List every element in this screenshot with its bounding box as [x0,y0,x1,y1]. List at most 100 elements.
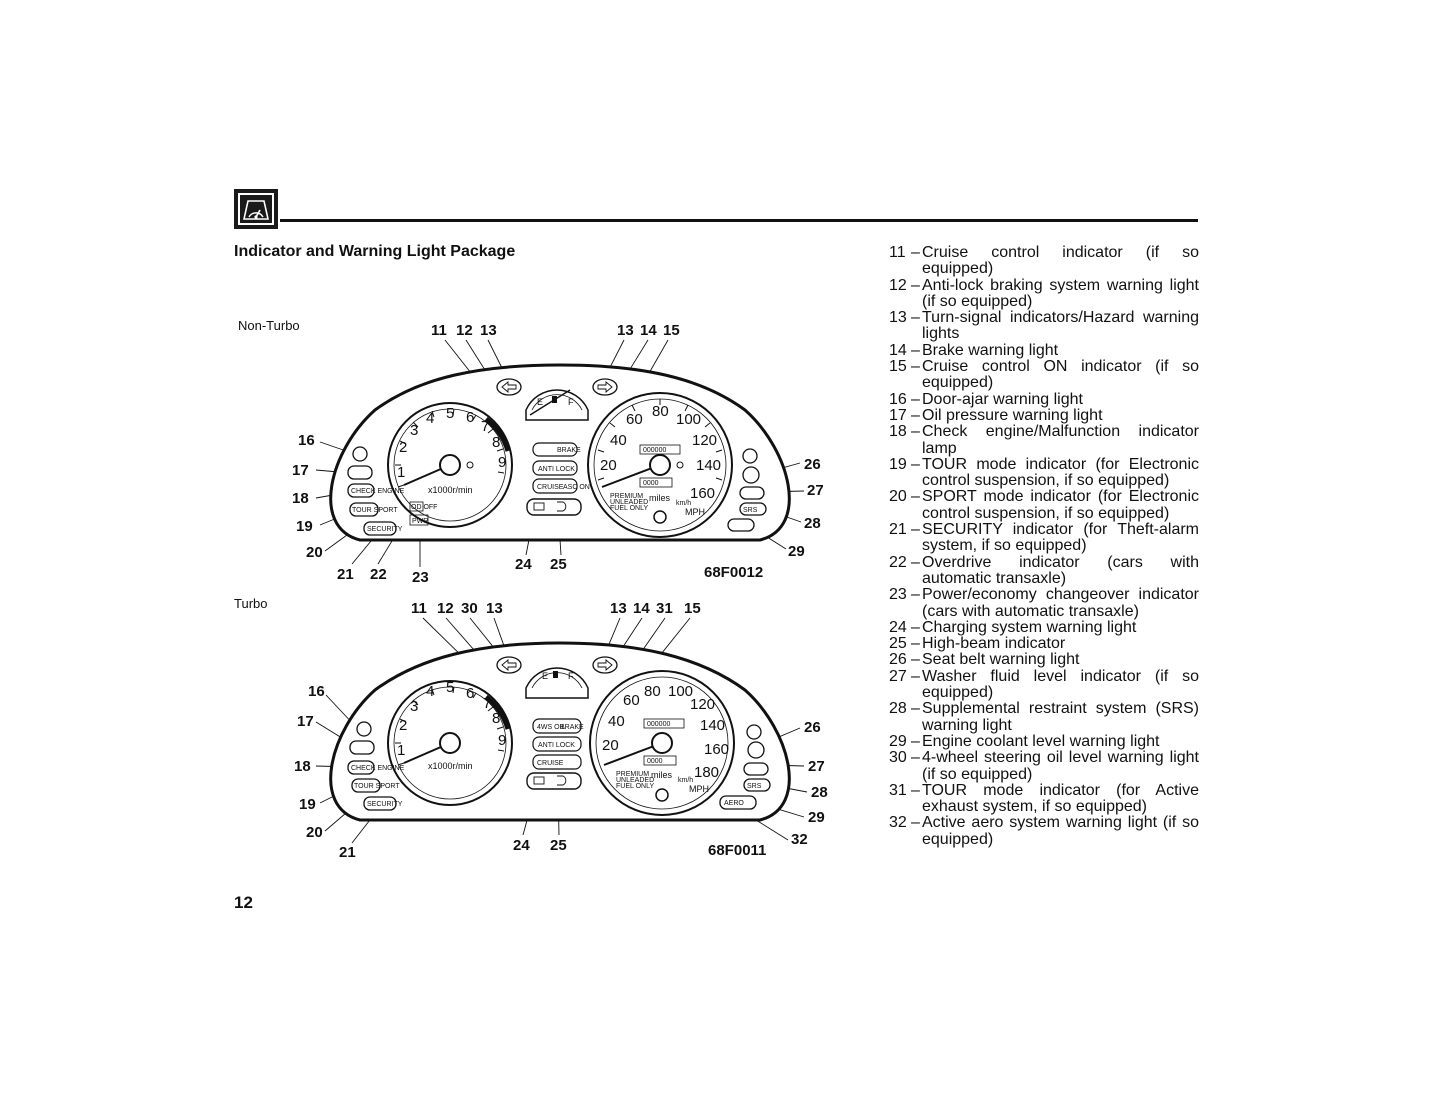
callout-18: 18 [294,758,311,775]
tach-ticks [395,408,505,488]
speed-num-160: 160 [704,741,729,758]
speed-num-20: 20 [600,457,617,474]
high-beam-icon [557,775,567,786]
callout-19: 19 [296,518,313,535]
odometer-value: 000000 [643,447,666,454]
callout-29: 29 [808,809,825,826]
security-light [363,796,397,811]
premium-label: PREMIUM [616,771,649,778]
legend-item: 28–Supplemental restraint system (SRS) w… [889,700,1199,734]
callout-11: 11 [411,600,427,617]
legend-item: 18–Check engine/Malfunction indicator la… [889,423,1199,457]
callout-15: 15 [663,322,680,339]
tach-num-3: 3 [410,698,418,715]
left-arrow-icon [501,381,517,393]
tour-sport-light [349,502,379,517]
tour-sport-label: TOUR SPORT [354,783,400,790]
od-off-indicator [409,501,424,512]
callout-28: 28 [811,784,828,801]
tach-num-8: 8 [492,434,500,451]
legend-item: 26–Seat belt warning light [889,651,1199,669]
tach-num-7: 7 [483,695,491,712]
legend-text: Active aero system warning light (if so … [922,814,1199,848]
aero-label: AERO [724,800,744,807]
asc-on-label: ASC ON [563,484,590,491]
turbo-instrument-panel: 11 12 30 13 13 14 31 15 16 17 18 19 20 2… [280,595,840,870]
callout-30: 30 [461,600,478,617]
tach-unit: x1000r/min [428,761,473,771]
tach-num-4: 4 [426,410,434,427]
tach-num-2: 2 [399,439,407,456]
legend-text: TOUR mode indicator (for Active exhaust … [922,781,1199,816]
legend-item: 27–Washer fluid level indicator (if so e… [889,667,1199,702]
figure-code: 68F0011 [708,842,766,859]
mph-label: MPH [685,507,705,517]
cruise-light [532,478,578,494]
legend-item: 29–Engine coolant level warning light [889,733,1199,750]
oil-pressure-light [349,740,375,755]
legend-item: 15–Cruise control ON indicator (if so eq… [889,358,1199,392]
miles-label: miles [649,493,671,503]
legend-num: 23 [889,586,907,604]
callout-23: 23 [412,569,429,586]
tach-num-5: 5 [446,679,454,696]
speed-num-80: 80 [652,403,669,420]
callout-19: 19 [299,796,316,813]
legend-text: Turn-signal indicators/Hazard warning li… [922,309,1199,343]
unleaded-label: UNLEADED [616,777,654,784]
legend-text: Overdrive indicator (cars with automatic… [922,553,1199,587]
callout-29: 29 [788,543,805,560]
turn-left-indicator [496,378,522,396]
callout-17: 17 [297,713,314,730]
trip-value: 0000 [647,758,663,765]
callout-28: 28 [804,515,821,532]
check-engine-light [347,760,375,775]
turn-right-indicator [592,656,618,674]
fuel-pump-icon [553,671,558,678]
legend-text: TOUR mode indicator (for Electronic cont… [922,455,1199,490]
srs-label: SRS [743,507,758,514]
header-rule [280,219,1198,222]
cruise-light [532,754,582,770]
callout-18: 18 [292,490,309,507]
tach-num-6: 6 [466,409,474,426]
callout-27: 27 [808,758,825,775]
brake-label: BRAKE [557,447,581,454]
callout-15: 15 [684,600,701,617]
legend-num: 24 [889,618,907,636]
legend-num: 26 [889,651,907,669]
speed-num-60: 60 [626,411,643,428]
legend-item: 19–TOUR mode indicator (for Electronic c… [889,455,1199,490]
oil-pressure-light [347,465,373,480]
legend-text: Washer fluid level indicator (if so equi… [922,667,1199,702]
non-turbo-instrument-panel: 11 12 13 13 14 15 16 17 18 19 20 21 22 2… [280,315,840,590]
speed-num-120: 120 [692,432,717,449]
unleaded-label: UNLEADED [610,499,648,506]
speed-num-140: 140 [696,457,721,474]
legend-num: 20 [889,488,907,506]
legend-item: 11–Cruise control indicator (if so equip… [889,244,1199,278]
legend-item: 14–Brake warning light [889,342,1199,359]
turn-left-indicator [496,656,522,674]
legend-text: 4-wheel steering oil level warning light… [922,749,1199,783]
legend-num: 28 [889,700,907,718]
seat-belt-light [747,741,765,759]
battery-icon [533,776,545,785]
legend-item: 32–Active aero system warning light (if … [889,814,1199,848]
premium-label: PREMIUM [610,493,643,500]
seat-belt-light [742,466,760,484]
brake-label: BRAKE [560,724,584,731]
legend-item: 25–High-beam indicator [889,635,1199,652]
fuel-pump-icon [552,396,557,403]
tour-sport-label: TOUR SPORT [352,507,398,514]
fuel-e: E [542,671,548,681]
security-light [363,521,397,536]
callout-13: 13 [480,322,497,339]
legend-item: 21–SECURITY indicator (for Theft-alarm s… [889,521,1199,555]
legend-item: 20–SPORT mode indicator (for Electronic … [889,488,1199,522]
legend-num: 17 [889,406,907,424]
kmh-label: km/h [678,777,693,784]
four-ws-oil-label: 4WS OIL [537,724,566,731]
tach-num-2: 2 [399,717,407,734]
callout-25: 25 [550,837,567,854]
